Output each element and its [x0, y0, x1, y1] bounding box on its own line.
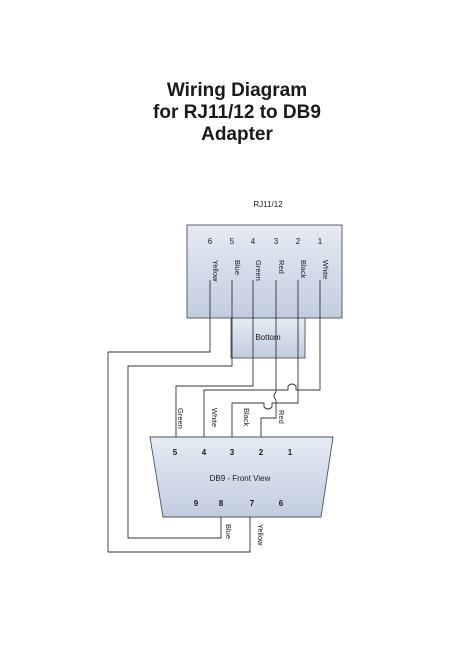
rj-pin-2-number: 2 [296, 237, 301, 246]
rj-bottom-box [230, 317, 306, 359]
db9-wire-label-blue: Blue [224, 524, 233, 539]
rj-pin-1-number: 1 [318, 237, 323, 246]
db9-pin-3: 3 [230, 448, 235, 457]
db9-wire-label-white: White [210, 408, 219, 427]
db9-pin-6: 6 [279, 499, 284, 508]
db9-pin-2: 2 [259, 448, 264, 457]
db9-pin-5: 5 [173, 448, 178, 457]
db9-pin-8: 8 [219, 499, 224, 508]
wire-black [231, 280, 299, 437]
db9-connector-body [149, 436, 334, 518]
rj-wire-label-white: White [321, 260, 330, 279]
rj-wire-label-blue: Blue [233, 260, 242, 275]
db9-pin-7: 7 [250, 499, 255, 508]
db9-wire-label-black: Black [242, 408, 251, 427]
db9-pin-1: 1 [288, 448, 293, 457]
rj-wire-label-yellow: Yellow [211, 260, 220, 282]
wire-red [260, 280, 277, 437]
rj-pin-5-number: 5 [230, 237, 235, 246]
db9-wire-label-red: Red [277, 410, 286, 424]
rj-pin-3-number: 3 [274, 237, 279, 246]
title-line-1: Wiring Diagram [166, 80, 308, 101]
rj-label: RJ11/12 [253, 200, 283, 209]
rj-pin-6-number: 6 [208, 237, 213, 246]
rj-wire-label-black: Black [299, 260, 308, 279]
diagram-title: Wiring Diagram for RJ11/12 to DB9 Adapte… [0, 80, 474, 146]
wire-yellow [107, 280, 251, 553]
rj-wire-label-green: Green [254, 260, 263, 281]
db9-pin-4: 4 [202, 448, 207, 457]
wire-white [203, 280, 321, 437]
db9-pin-9: 9 [194, 499, 199, 508]
wire-blue [127, 280, 233, 539]
rj-wire-label-red: Red [277, 260, 286, 274]
title-line-3: Adapter [201, 124, 273, 145]
db9-wire-label-yellow: Yellow [256, 524, 265, 546]
rj-connector-body [186, 224, 343, 319]
db9-wire-label-green: Green [176, 408, 185, 429]
title-line-2: for RJ11/12 to DB9 [153, 102, 321, 123]
db9-label: DB9 - Front View [210, 474, 271, 483]
rj-bottom-label: Bottom [255, 333, 281, 342]
wire-green [175, 280, 254, 437]
rj-pin-4-number: 4 [251, 237, 256, 246]
